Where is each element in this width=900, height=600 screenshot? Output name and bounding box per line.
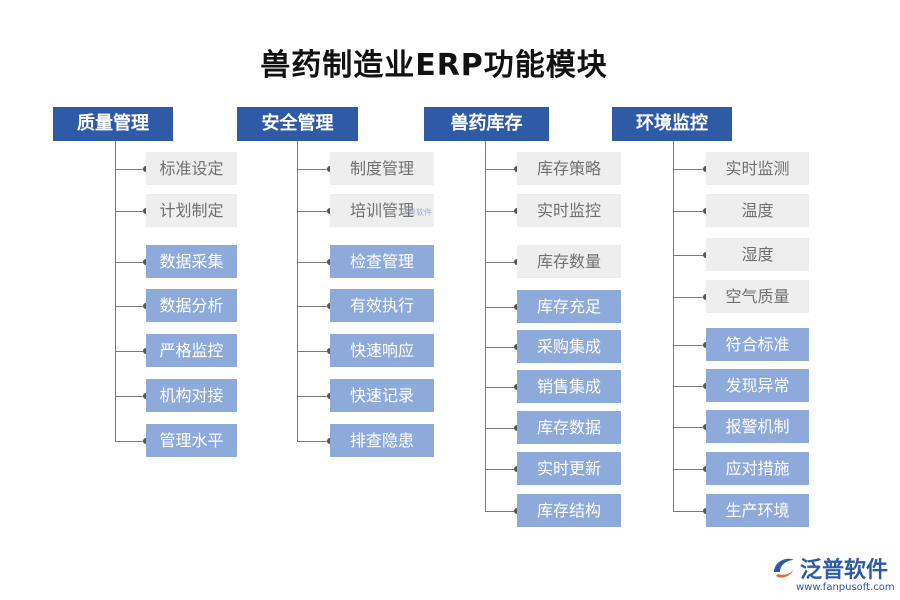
connector-branch: [485, 427, 517, 429]
module-item: 标准设定: [146, 152, 237, 185]
module-item: 库存结构: [517, 494, 621, 527]
connector-branch: [673, 385, 706, 387]
module-item: 实时监控: [517, 194, 621, 227]
fanpu-logo-icon: [774, 558, 794, 578]
module-item: 符合标准: [706, 328, 809, 361]
connector-branch: [297, 440, 330, 442]
diagram-title: 兽药制造业ERP功能模块: [260, 48, 608, 83]
column-header: 环境监控: [612, 107, 732, 141]
connector-branch: [485, 168, 517, 170]
connector-branch: [485, 510, 517, 512]
connector-branch: [485, 386, 517, 388]
module-item: 实时更新: [517, 452, 621, 485]
column-header: 兽药库存: [424, 107, 549, 141]
connector-branch: [673, 426, 706, 428]
module-item: 计划制定: [146, 194, 237, 227]
watermark-text: 泛普软件: [400, 208, 432, 217]
connector-branch: [673, 254, 706, 256]
connector-branch: [673, 296, 706, 298]
module-item: 温度: [706, 194, 809, 227]
connector-branch: [673, 210, 706, 212]
module-item: 库存数量: [517, 245, 621, 278]
connector-branch: [485, 468, 517, 470]
connector-branch: [115, 350, 146, 352]
module-item: 库存数据: [517, 411, 621, 444]
connector-branch: [297, 210, 330, 212]
module-item: 严格监控: [146, 334, 237, 367]
module-item: 培训管理: [330, 194, 434, 227]
module-item: 报警机制: [706, 410, 809, 443]
module-item: 发现异常: [706, 369, 809, 402]
connector-trunk: [115, 141, 116, 441]
column-header: 安全管理: [237, 107, 358, 141]
connector-branch: [297, 168, 330, 170]
connector-branch: [115, 168, 146, 170]
connector-branch: [115, 305, 146, 307]
connector-branch: [673, 344, 706, 346]
connector-branch: [115, 210, 146, 212]
connector-branch: [115, 440, 146, 442]
connector-branch: [673, 510, 706, 512]
module-item: 检查管理: [330, 245, 434, 278]
module-item: 实时监测: [706, 152, 809, 185]
connector-branch: [115, 261, 146, 263]
module-item: 库存策略: [517, 152, 621, 185]
module-item: 快速响应: [330, 334, 434, 367]
module-item: 数据分析: [146, 289, 237, 322]
module-item: 应对措施: [706, 452, 809, 485]
connector-branch: [297, 395, 330, 397]
connector-trunk: [485, 141, 486, 511]
brand-logo: 泛普软件 www.fanpusoft.com: [770, 552, 895, 596]
connector-branch: [485, 306, 517, 308]
module-item: 有效执行: [330, 289, 434, 322]
module-item: 制度管理: [330, 152, 434, 185]
module-item: 管理水平: [146, 424, 237, 457]
connector-branch: [485, 261, 517, 263]
column-header: 质量管理: [53, 107, 173, 141]
module-item: 库存充足: [517, 290, 621, 323]
module-item: 排查隐患: [330, 424, 434, 457]
connector-branch: [673, 468, 706, 470]
connector-branch: [297, 261, 330, 263]
connector-branch: [485, 210, 517, 212]
module-item: 快速记录: [330, 379, 434, 412]
module-item: 采购集成: [517, 330, 621, 363]
module-item: 空气质量: [706, 280, 809, 313]
connector-branch: [485, 346, 517, 348]
brand-name: 泛普软件: [800, 558, 889, 583]
brand-url: www.fanpusoft.com: [796, 582, 895, 593]
connector-branch: [673, 168, 706, 170]
connector-branch: [297, 305, 330, 307]
module-item: 销售集成: [517, 370, 621, 403]
connector-trunk: [673, 141, 674, 511]
module-item: 湿度: [706, 238, 809, 271]
connector-trunk: [297, 141, 298, 441]
connector-branch: [297, 350, 330, 352]
module-item: 生产环境: [706, 494, 809, 527]
connector-branch: [115, 395, 146, 397]
module-item: 机构对接: [146, 379, 237, 412]
module-item: 数据采集: [146, 245, 237, 278]
